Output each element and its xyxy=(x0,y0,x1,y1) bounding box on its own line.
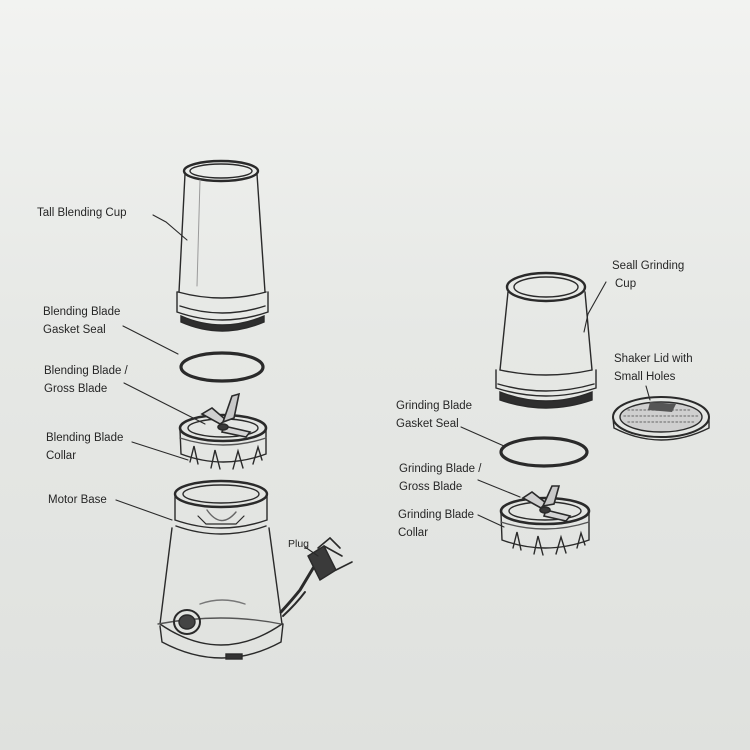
grinding-cup xyxy=(495,271,597,409)
motor-base xyxy=(157,479,284,660)
tall-blending-cup xyxy=(176,159,269,332)
label-plug: Plug xyxy=(288,538,310,550)
label-grinding-cross-blade: Grinding Blade / Gross Blade xyxy=(399,463,482,493)
label-tall-blending-cup: Tall Blending Cup xyxy=(37,207,127,219)
label-blending-blade-collar: Blending Blade Collar xyxy=(46,432,124,462)
shaker-lid xyxy=(612,396,710,441)
label-shaker-lid: Shaker Lid with Small Holes xyxy=(614,353,693,383)
label-blending-cross-blade: Blending Blade / Gross Blade xyxy=(44,365,128,395)
label-grinding-blade-collar: Grinding Blade Collar xyxy=(398,509,475,539)
blending-blade-collar xyxy=(178,413,268,470)
label-grinding-cup: Seall Grinding Cup xyxy=(612,260,685,290)
label-motor-base: Motor Base xyxy=(48,494,107,506)
label-grinding-blade-gasket-seal: Grinding Blade Gasket Seal xyxy=(396,400,473,430)
grinding-gasket-seal xyxy=(499,436,589,468)
blending-gasket-seal xyxy=(179,351,265,383)
blending-cross-blade xyxy=(200,392,252,438)
grinding-cross-blade xyxy=(521,485,572,522)
label-blending-blade-gasket-seal: Blending Blade Gasket Seal xyxy=(43,306,121,336)
leader-lines xyxy=(115,214,651,557)
